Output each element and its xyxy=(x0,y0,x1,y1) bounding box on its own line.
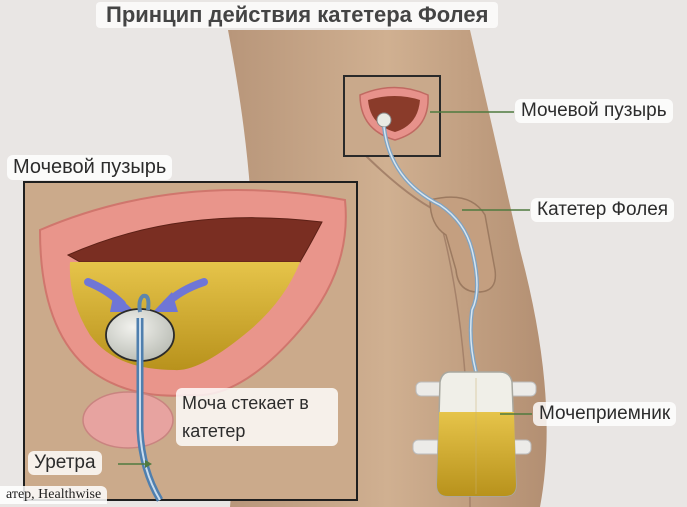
bladder-lining xyxy=(66,217,323,263)
leader-urethra-head xyxy=(145,460,152,468)
catheter-tube-highlight xyxy=(383,126,478,373)
label-urine-flow: Моча стекает в катетер xyxy=(176,388,338,446)
diagram-title: Принцип действия катетера Фолея xyxy=(96,2,499,28)
prostate xyxy=(82,391,174,449)
label-bladder: Мочевой пузырь xyxy=(515,99,673,123)
flow-arrow-left-head xyxy=(110,292,135,312)
catheter-tip xyxy=(137,293,151,313)
label-foley-catheter: Катетер Фолея xyxy=(531,198,675,222)
small-balloon xyxy=(376,112,392,128)
image-credit: атер, Healthwise xyxy=(0,486,108,504)
label-urine-bag: Мочеприемник xyxy=(533,402,677,426)
flow-arrow-right-head xyxy=(153,292,178,312)
label-bladder-inset: Мочевой пузырь xyxy=(7,155,173,180)
label-urethra: Уретра xyxy=(28,451,102,475)
